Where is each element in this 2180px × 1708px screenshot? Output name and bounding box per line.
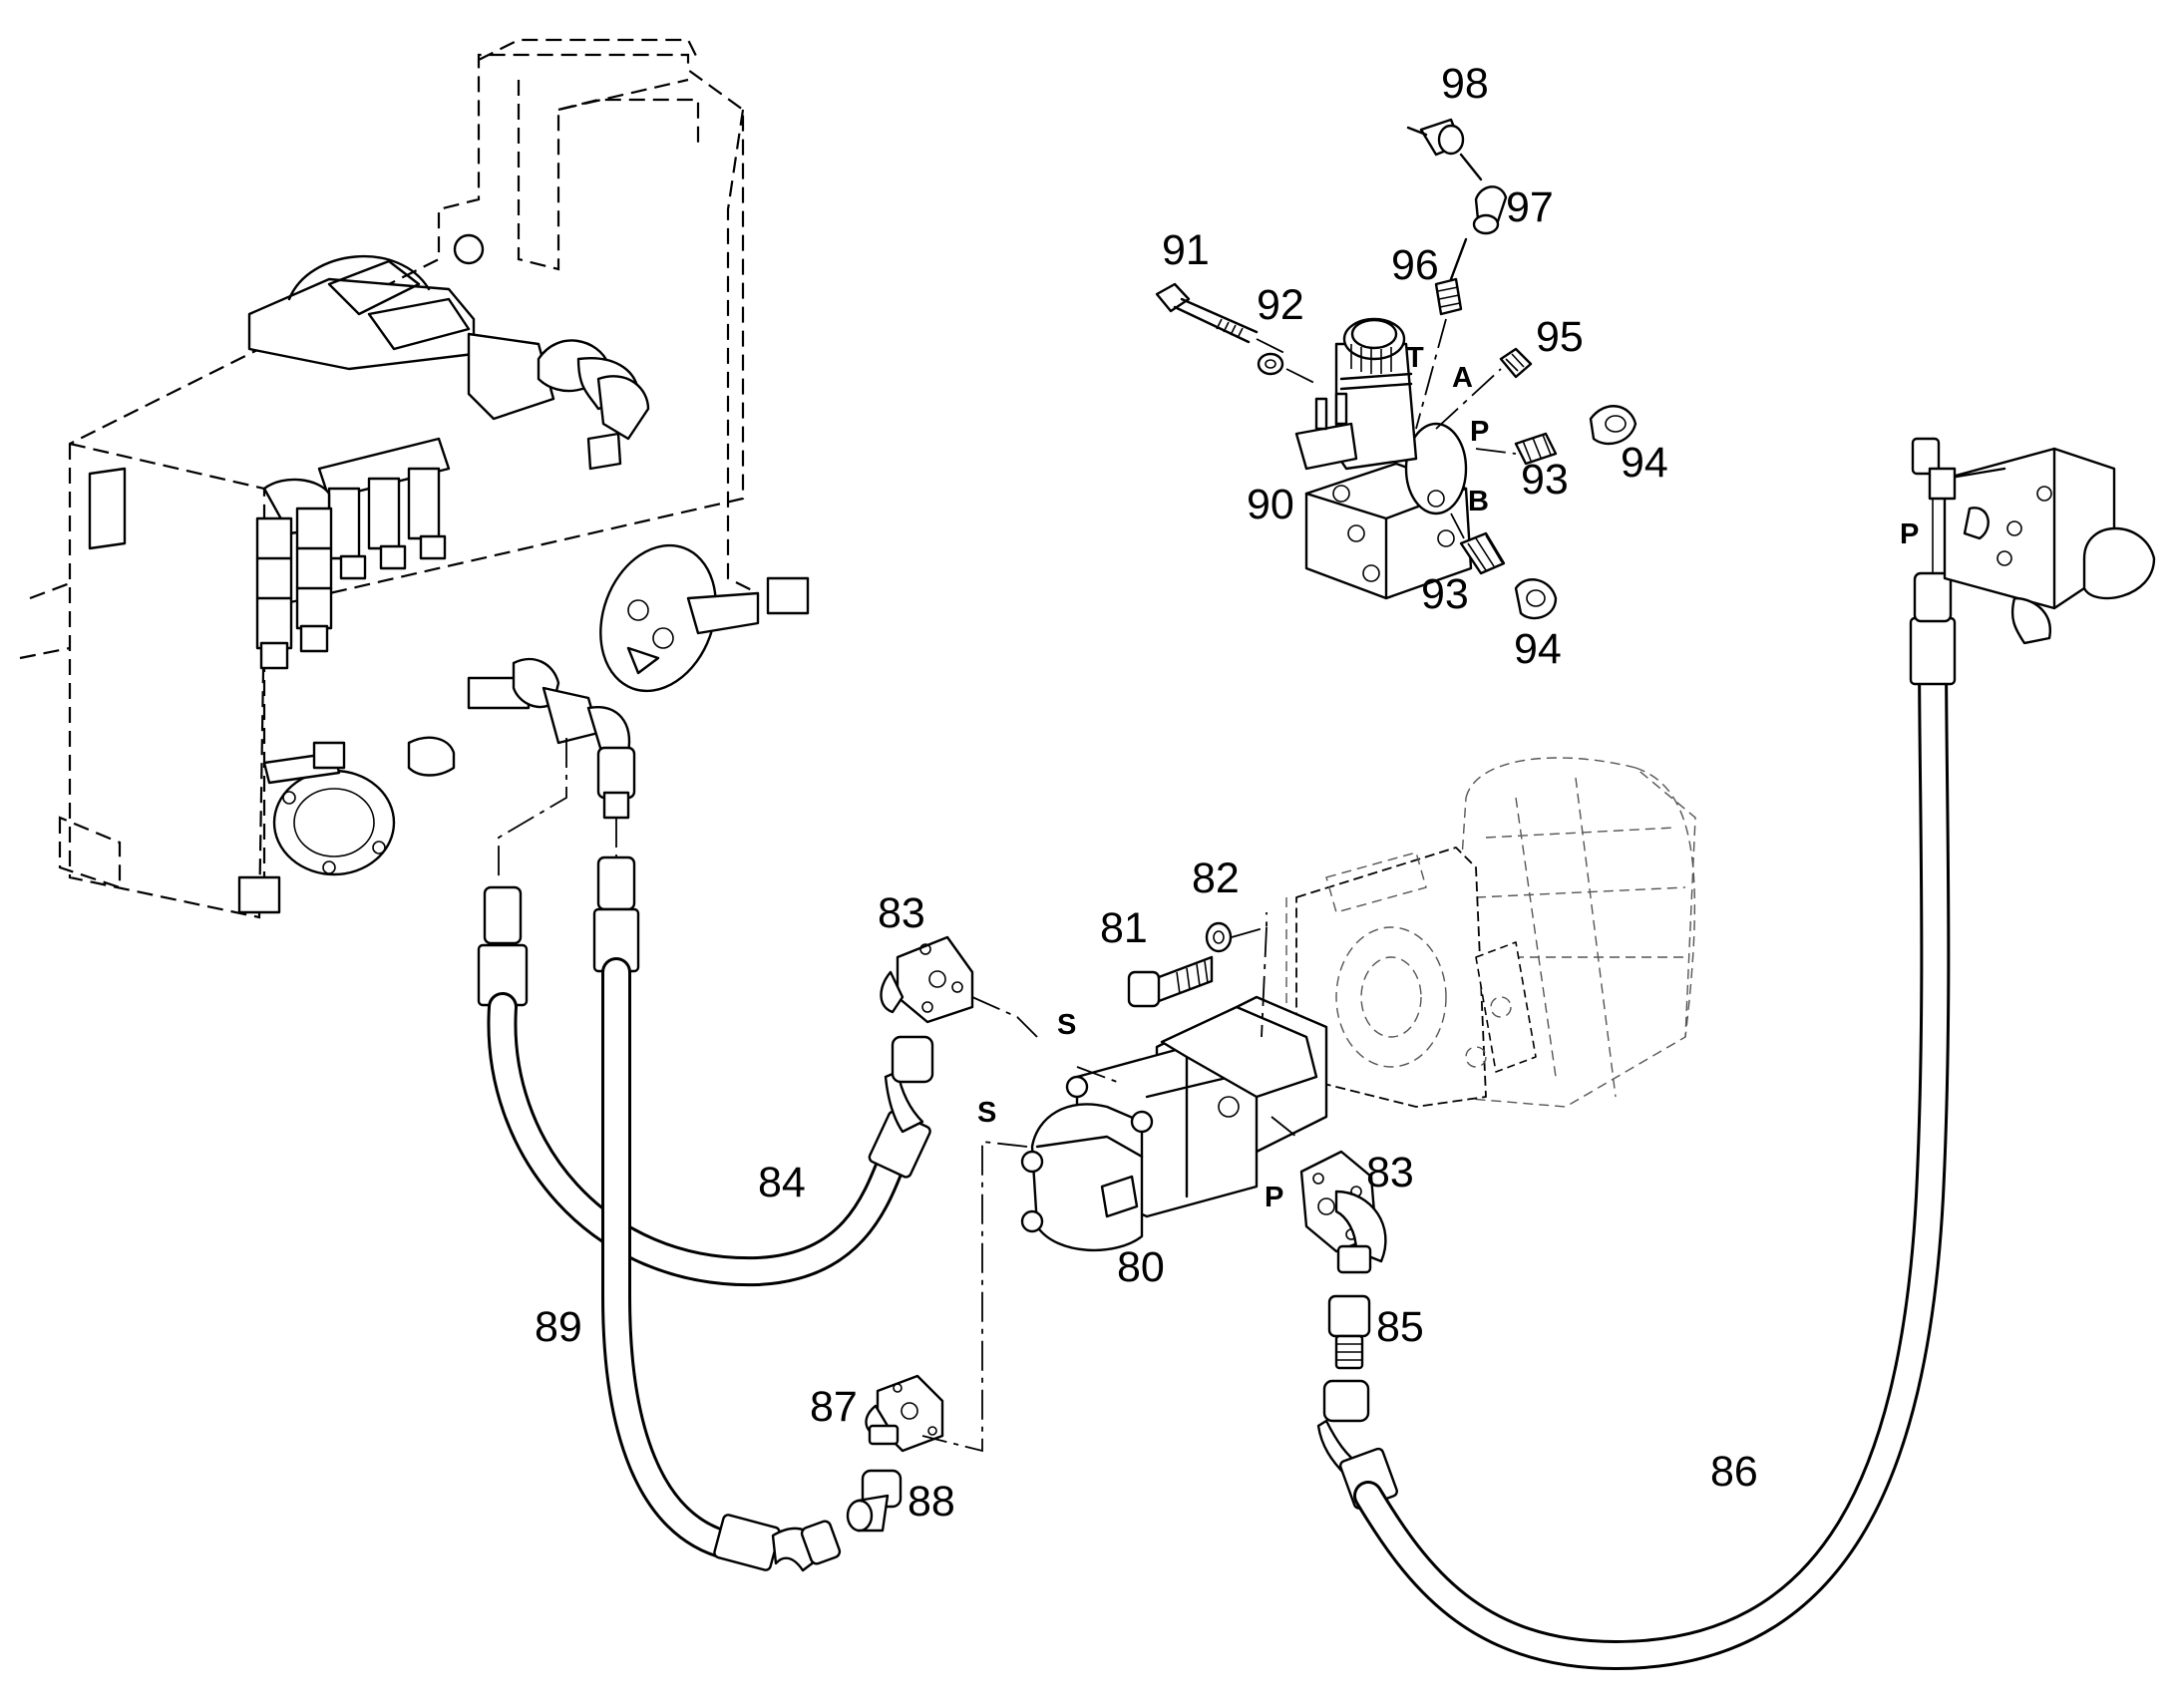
fitting-88: [846, 1469, 903, 1533]
port-label-p-right: P: [1900, 518, 1919, 550]
hose-84: [477, 885, 934, 1287]
port-label-t: T: [1406, 342, 1424, 374]
fitting-93-lower: [1450, 512, 1506, 575]
port-label-p-valve: P: [1470, 416, 1489, 448]
fitting-96: [1415, 277, 1463, 430]
callout-83-lower: 83: [1366, 1149, 1414, 1196]
callout-98: 98: [1441, 60, 1489, 108]
port-labels: T A P B P S S P: [977, 342, 1919, 1213]
callout-93-lower: 93: [1421, 570, 1469, 618]
frame-flange: [599, 543, 760, 693]
solenoid-valve-90: [1294, 317, 1473, 600]
bolt-91: [1155, 282, 1287, 355]
elbow-97: [1449, 185, 1508, 281]
callout-89: 89: [535, 1303, 582, 1351]
washer-92: [1257, 352, 1317, 385]
washer-82: [1205, 912, 1268, 953]
gear-pump-80: [1020, 995, 1328, 1252]
port-label-s-lower: S: [977, 1097, 996, 1129]
callout-83-upper: 83: [878, 889, 925, 937]
hose-86: [1316, 571, 1957, 1670]
right-manifold-block: [1911, 437, 2156, 645]
frame-ball-valve: [237, 676, 531, 914]
callout-92: 92: [1257, 281, 1304, 329]
bolt-81: [1127, 955, 1214, 1008]
frame-manifold-cartridges: [255, 437, 451, 670]
callout-labels: 80 81 82 83 83 84 85 86 87 88 89 90 91 9…: [535, 60, 1758, 1526]
callout-96: 96: [1391, 241, 1439, 289]
callout-90: 90: [1247, 481, 1294, 528]
callout-88: 88: [908, 1478, 955, 1526]
flange-87: [865, 1374, 944, 1453]
plug-95: [1435, 347, 1533, 430]
callout-80: 80: [1117, 1243, 1165, 1291]
callout-97: 97: [1506, 183, 1554, 231]
port-label-s-upper: S: [1057, 1009, 1076, 1041]
fitting-93-upper: [1475, 432, 1558, 466]
callout-91: 91: [1162, 226, 1210, 274]
callout-94-upper: 94: [1621, 439, 1668, 487]
frame-valve-block: [247, 254, 650, 471]
fitting-85: [1327, 1294, 1371, 1370]
callout-82: 82: [1192, 854, 1240, 902]
fitting-98: [1406, 118, 1483, 181]
port-label-a: A: [1452, 362, 1473, 394]
callout-93-upper: 93: [1521, 456, 1569, 504]
port-label-p-pump: P: [1265, 1182, 1283, 1213]
engine-housing: [1285, 757, 1696, 1127]
frame-outlet-fittings: [498, 657, 636, 877]
pump-leader-lines: [921, 926, 1268, 1453]
callout-84: 84: [758, 1159, 806, 1206]
flange-83-upper: [880, 935, 1118, 1083]
callout-81: 81: [1100, 904, 1148, 952]
callout-94-lower: 94: [1514, 625, 1562, 673]
callout-85: 85: [1376, 1303, 1424, 1351]
callout-87: 87: [810, 1383, 858, 1431]
callout-95: 95: [1536, 313, 1584, 361]
hose-89: [592, 855, 842, 1572]
flange-83-lower: [1271, 1116, 1387, 1274]
callout-86: 86: [1710, 1448, 1758, 1496]
port-label-b: B: [1468, 486, 1489, 517]
nut-94-upper: [1589, 405, 1637, 446]
nut-94-lower: [1514, 578, 1558, 620]
